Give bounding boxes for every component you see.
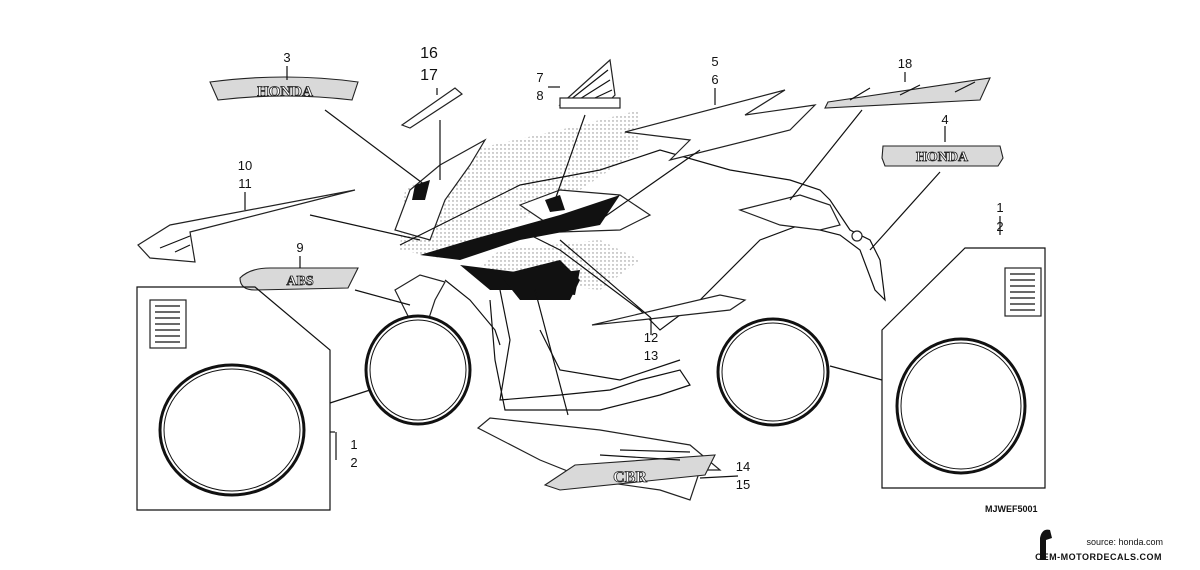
watermark-text: OEM-MOTORDECALS.COM bbox=[1035, 552, 1162, 562]
cbr-side-text: CBR bbox=[613, 469, 647, 486]
callout-numbers: 3 16 17 7 8 5 6 18 4 10 11 9 12 13 1 2 1… bbox=[238, 45, 1004, 492]
honda-right-text: HONDA bbox=[916, 150, 969, 165]
decal-side-stripe bbox=[137, 189, 356, 263]
callout-15: 15 bbox=[736, 477, 750, 492]
decal-stripe-12-13 bbox=[591, 294, 747, 326]
leader-lines bbox=[244, 66, 1001, 479]
callout-7: 7 bbox=[536, 70, 543, 85]
callout-10: 10 bbox=[238, 158, 252, 173]
callout-9: 9 bbox=[296, 240, 303, 255]
decal-lower-side: CBR bbox=[476, 417, 722, 501]
callout-8: 8 bbox=[536, 88, 543, 103]
callout-18: 18 bbox=[898, 56, 912, 71]
body-stripe-graphics bbox=[412, 180, 620, 300]
callout-1-left: 1 bbox=[350, 437, 357, 452]
decal-strip-16-17 bbox=[400, 87, 463, 129]
decal-wing-emblem bbox=[558, 58, 621, 109]
decal-cbr-badge bbox=[824, 77, 991, 109]
callout-14: 14 bbox=[736, 459, 750, 474]
honda-top-text: HONDA bbox=[257, 84, 313, 100]
callout-17: 17 bbox=[420, 67, 438, 84]
callout-16: 16 bbox=[420, 45, 438, 62]
decal-abs: ABS bbox=[239, 267, 359, 291]
callout-3: 3 bbox=[283, 50, 290, 65]
source-credit: source: honda.com bbox=[1086, 537, 1163, 547]
left-ring-decal-panel bbox=[136, 286, 331, 511]
callout-4: 4 bbox=[941, 112, 948, 127]
callout-12: 12 bbox=[644, 330, 658, 345]
right-ring-decal-panel bbox=[881, 247, 1046, 489]
callout-2-left: 2 bbox=[350, 455, 357, 470]
decal-honda-right: HONDA bbox=[881, 145, 1004, 167]
front-wheel-ring bbox=[364, 314, 472, 426]
decal-honda-top: HONDA bbox=[209, 76, 359, 101]
callout-13: 13 bbox=[644, 348, 658, 363]
watermark-logo: OEM-MOTORDECALS.COM bbox=[1035, 529, 1162, 562]
callout-11: 11 bbox=[238, 176, 252, 191]
decal-stripe-5-6 bbox=[624, 89, 817, 162]
callout-1-right: 1 bbox=[996, 200, 1003, 215]
callout-6: 6 bbox=[711, 72, 718, 87]
callout-5: 5 bbox=[711, 54, 718, 69]
rear-wheel-ring bbox=[716, 317, 830, 427]
callout-2-right: 2 bbox=[996, 219, 1003, 234]
abs-text: ABS bbox=[286, 274, 313, 289]
diagram-code: MJWEF5001 bbox=[985, 504, 1038, 514]
